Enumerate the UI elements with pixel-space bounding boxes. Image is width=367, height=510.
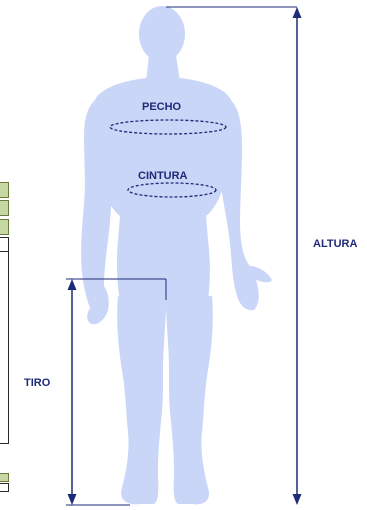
chest-label: PECHO — [142, 101, 181, 113]
altura-arrow-top — [293, 7, 302, 18]
tiro-arrow-top — [68, 279, 77, 290]
body-silhouette — [81, 6, 272, 504]
right-arm-shape — [218, 98, 272, 310]
inseam-label: TIRO — [24, 377, 50, 389]
tiro-arrow-bottom — [68, 494, 77, 505]
legs-shape — [117, 296, 213, 504]
height-label: ALTURA — [313, 238, 357, 250]
altura-arrow-bottom — [293, 494, 302, 505]
neck-shape — [146, 55, 180, 82]
head-shape — [139, 6, 185, 62]
waist-label: CINTURA — [138, 170, 188, 182]
left-arm-shape — [81, 98, 112, 324]
